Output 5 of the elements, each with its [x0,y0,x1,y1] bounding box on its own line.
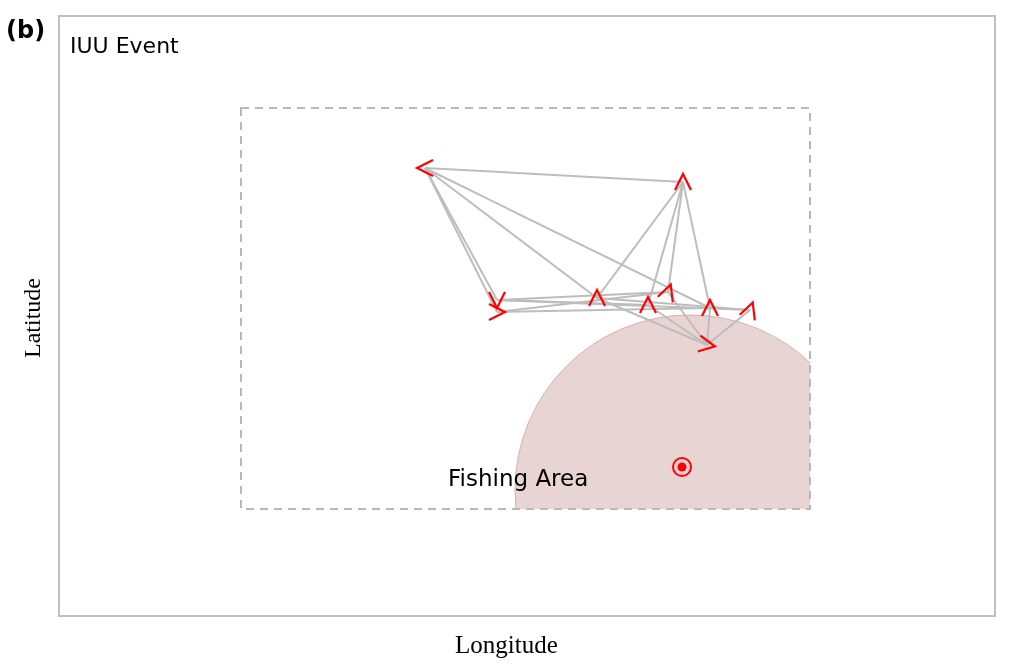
panel-letter: (b) [6,15,46,46]
area-label: Fishing Area [448,464,589,493]
plot-title: IUU Event [70,32,179,60]
axis-label: Latitude [18,277,46,360]
axis-label: Longitude [455,630,558,660]
